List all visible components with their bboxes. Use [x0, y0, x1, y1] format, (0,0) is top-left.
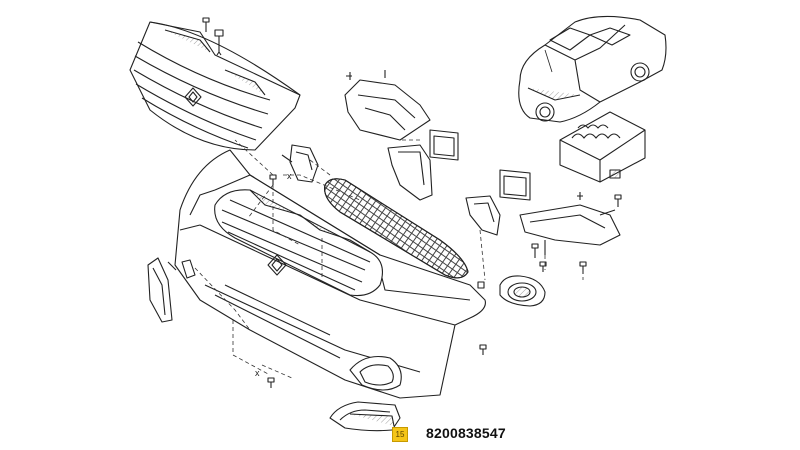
screw-icon	[614, 194, 622, 207]
left-side-bracket	[147, 257, 177, 323]
screw-icon	[202, 17, 210, 32]
fog-bracket	[465, 195, 501, 236]
mesh-grille	[324, 178, 469, 279]
fog-lamp-cover	[329, 401, 401, 432]
renault-logo-icon	[184, 87, 202, 107]
lower-right-bracket	[519, 192, 621, 255]
dimension-mark-bottom: x	[255, 368, 260, 378]
fog-lamp-housing	[349, 355, 402, 391]
callout-index-badge[interactable]: 15	[392, 427, 408, 442]
parts-box-icon	[559, 111, 646, 183]
upper-bracket	[344, 70, 431, 141]
clip-icon	[181, 259, 196, 279]
dimension-mark-top: x	[287, 171, 292, 181]
foam-pad	[429, 129, 531, 201]
renault-logo-icon	[267, 254, 287, 276]
screw-icon	[531, 243, 587, 274]
fog-lamp-ring	[499, 275, 546, 307]
car-icon	[518, 15, 667, 123]
headlight-bracket	[281, 144, 319, 183]
screw-icon	[267, 174, 487, 388]
upper-grille	[129, 21, 301, 151]
side-deflector	[387, 144, 433, 201]
clip-icon	[214, 29, 224, 56]
bumper-grille	[214, 189, 383, 297]
part-number-label: 8200838547	[426, 425, 506, 441]
